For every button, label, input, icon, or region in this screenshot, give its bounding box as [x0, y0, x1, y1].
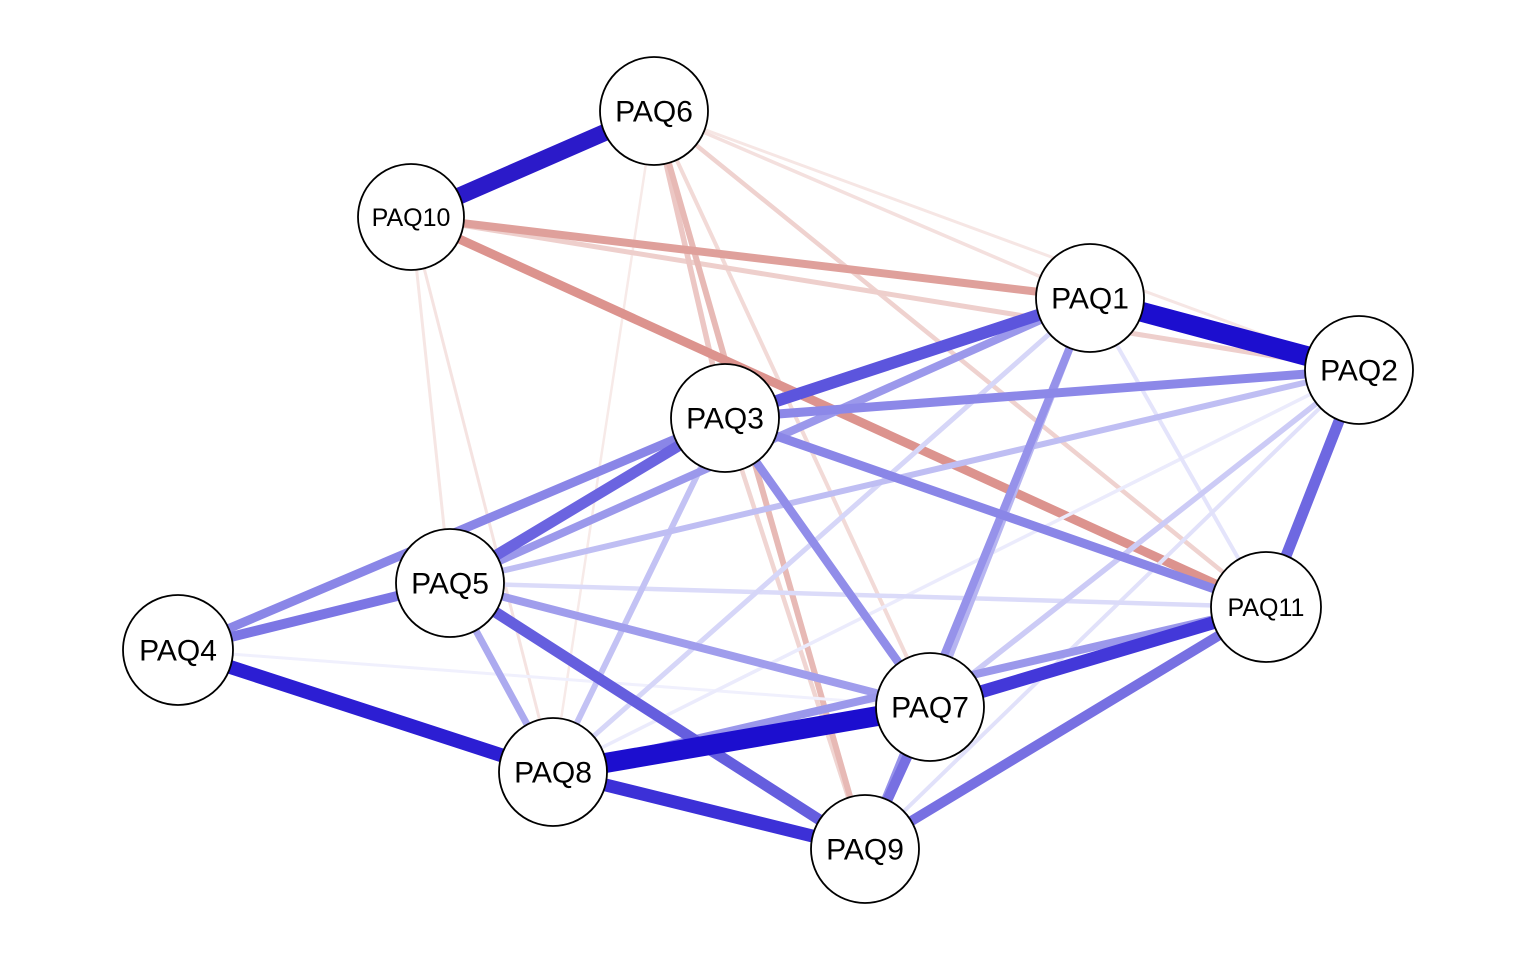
edges-layer: [171, 102, 1369, 856]
edge-PAQ1-PAQ8: [550, 295, 1093, 775]
edge-PAQ2-PAQ3: [720, 365, 1364, 423]
edge-PAQ10-PAQ5: [409, 215, 452, 585]
edge-PAQ3-PAQ11: [720, 413, 1271, 612]
node-label-PAQ9: PAQ9: [826, 834, 904, 867]
edge-PAQ6-PAQ1: [652, 109, 1092, 300]
node-label-PAQ1: PAQ1: [1051, 283, 1129, 316]
edge-PAQ1-PAQ3: [719, 292, 1096, 424]
node-PAQ5: PAQ5: [395, 528, 505, 638]
node-circle-PAQ7: [875, 652, 985, 762]
node-PAQ9: PAQ9: [810, 794, 920, 904]
edge-PAQ1-PAQ11: [1088, 296, 1268, 609]
node-circle-PAQ8: [498, 717, 608, 827]
node-PAQ6: PAQ6: [599, 56, 709, 166]
node-label-PAQ2: PAQ2: [1320, 355, 1398, 388]
node-circle-PAQ1: [1035, 243, 1145, 353]
node-label-PAQ5: PAQ5: [411, 568, 489, 601]
node-PAQ3: PAQ3: [670, 363, 780, 473]
node-circle-PAQ9: [810, 794, 920, 904]
node-PAQ8: PAQ8: [498, 717, 608, 827]
edge-PAQ3-PAQ7: [720, 413, 935, 712]
node-PAQ4: PAQ4: [122, 594, 234, 706]
edge-PAQ4-PAQ7: [176, 648, 932, 709]
node-label-PAQ7: PAQ7: [891, 692, 969, 725]
node-circle-PAQ10: [357, 163, 465, 271]
edge-PAQ2-PAQ7: [927, 367, 1362, 710]
node-label-PAQ10: PAQ10: [372, 204, 451, 232]
node-circle-PAQ2: [1304, 315, 1414, 425]
node-label-PAQ3: PAQ3: [686, 403, 764, 436]
node-label-PAQ11: PAQ11: [1228, 594, 1305, 622]
node-PAQ11: PAQ11: [1210, 551, 1322, 663]
edge-PAQ10-PAQ8: [409, 215, 555, 774]
edge-PAQ4-PAQ8: [171, 643, 560, 779]
node-label-PAQ4: PAQ4: [139, 635, 217, 668]
node-PAQ10: PAQ10: [357, 163, 465, 271]
node-circle-PAQ6: [599, 56, 709, 166]
node-circle-PAQ5: [395, 528, 505, 638]
edge-PAQ10-PAQ2: [408, 214, 1362, 373]
node-circle-PAQ11: [1210, 551, 1322, 663]
edge-PAQ5-PAQ7: [446, 579, 934, 711]
edge-PAQ2-PAQ9: [863, 368, 1361, 851]
edge-PAQ6-PAQ2: [652, 109, 1361, 372]
edge-PAQ2-PAQ8: [551, 368, 1361, 774]
node-label-PAQ6: PAQ6: [615, 96, 693, 129]
edge-PAQ7-PAQ11: [923, 600, 1273, 714]
node-circle-PAQ3: [670, 363, 780, 473]
node-circle-PAQ4: [122, 594, 234, 706]
edge-PAQ7-PAQ8: [543, 697, 940, 782]
edge-PAQ5-PAQ9: [444, 577, 871, 855]
node-label-PAQ8: PAQ8: [514, 757, 592, 790]
edge-PAQ9-PAQ11: [860, 602, 1271, 854]
edge-PAQ5-PAQ11: [447, 580, 1269, 610]
node-PAQ1: PAQ1: [1035, 243, 1145, 353]
node-PAQ2: PAQ2: [1304, 315, 1414, 425]
node-PAQ7: PAQ7: [875, 652, 985, 762]
edge-PAQ10-PAQ1: [407, 213, 1094, 302]
